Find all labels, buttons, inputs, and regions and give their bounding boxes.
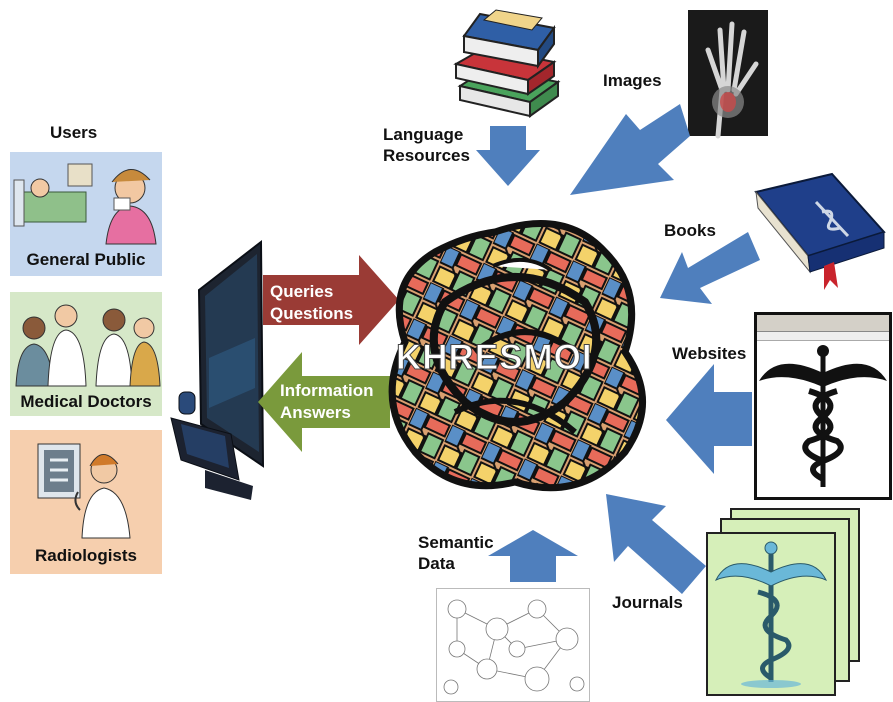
- semantic-text: Semantic: [418, 533, 494, 552]
- general-public-label: General Public: [26, 250, 146, 269]
- user-panel-medical-doctors: Medical Doctors: [10, 292, 162, 416]
- queries-arrow: [263, 255, 399, 345]
- information-label: Information Answers: [280, 380, 374, 424]
- websites-label: Websites: [672, 344, 747, 363]
- medical-doctors-label: Medical Doctors: [20, 392, 152, 411]
- semantic-network-icon: [436, 588, 590, 702]
- doctors-illustration-icon: [15, 304, 161, 387]
- semantic-data-arrow: [488, 530, 578, 582]
- radiologist-illustration-icon: [37, 443, 131, 539]
- computer-icon: [170, 239, 265, 500]
- language-resources-arrow: [476, 126, 540, 186]
- users-title: Users: [50, 123, 98, 142]
- journal-caduceus-icon: [714, 541, 828, 688]
- website-screenshot-icon: [754, 312, 892, 500]
- semantic-data-label: Semantic Data: [418, 532, 494, 575]
- language-text: Language: [383, 125, 464, 144]
- journals-label: Journals: [612, 593, 683, 612]
- data-text: Data: [418, 554, 455, 574]
- questions-text: Questions: [270, 304, 354, 324]
- browser-toolbar: [757, 315, 889, 332]
- books-label: Books: [664, 221, 716, 240]
- khresmoi-title: KHRESMOI: [396, 338, 593, 378]
- caduceus-icon: [759, 345, 887, 487]
- book-stack-icon: [453, 9, 561, 118]
- user-panel-general-public: General Public: [10, 152, 162, 276]
- user-panel-radiologists: Radiologists: [10, 430, 162, 574]
- khresmoi-knot-logo: [388, 220, 646, 492]
- queries-text: Queries: [270, 282, 334, 301]
- browser-address-bar: [757, 332, 889, 341]
- resources-text: Resources: [383, 146, 470, 166]
- answers-arrow: [258, 352, 390, 452]
- journal-page-front: [706, 532, 836, 696]
- journals-arrow: [606, 494, 706, 594]
- books-arrow: [660, 232, 760, 304]
- language-resources-label: Language Resources: [383, 124, 470, 167]
- images-label: Images: [603, 71, 662, 90]
- radiologists-label: Radiologists: [34, 546, 137, 565]
- journal-pages-icon: [706, 508, 860, 696]
- information-text: Information: [280, 381, 374, 400]
- answers-text: Answers: [280, 403, 351, 423]
- websites-arrow: [666, 364, 752, 474]
- xray-hand-icon: [688, 10, 768, 139]
- queries-label: Queries Questions: [270, 281, 353, 325]
- sick-patient-illustration-icon: [13, 163, 157, 245]
- medical-book-icon: [754, 172, 886, 290]
- images-arrow: [570, 104, 690, 195]
